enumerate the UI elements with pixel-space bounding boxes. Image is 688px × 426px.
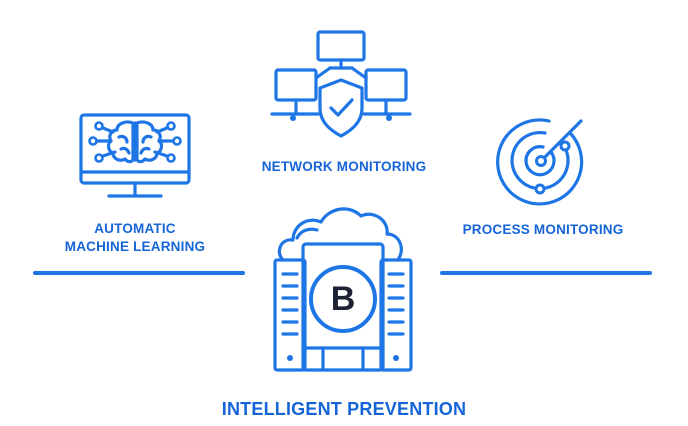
- automatic-ml-label-line1: AUTOMATIC: [94, 221, 176, 236]
- automatic-ml-label: AUTOMATIC MACHINE LEARNING: [55, 220, 215, 256]
- network-shield-icon: [270, 30, 412, 138]
- brain-monitor-icon: [79, 113, 191, 198]
- cloud-server-icon: [273, 207, 413, 372]
- process-monitoring-label: PROCESS MONITORING: [462, 222, 624, 237]
- radar-icon: [496, 118, 584, 206]
- intelligent-prevention-title: INTELLIGENT PREVENTION: [221, 399, 467, 419]
- right-divider-line: [440, 271, 652, 275]
- left-divider-line: [33, 271, 245, 275]
- automatic-ml-label-line2: MACHINE LEARNING: [64, 239, 206, 254]
- brand-logo-letter: B: [330, 280, 356, 318]
- network-monitoring-label: NETWORK MONITORING: [261, 159, 427, 174]
